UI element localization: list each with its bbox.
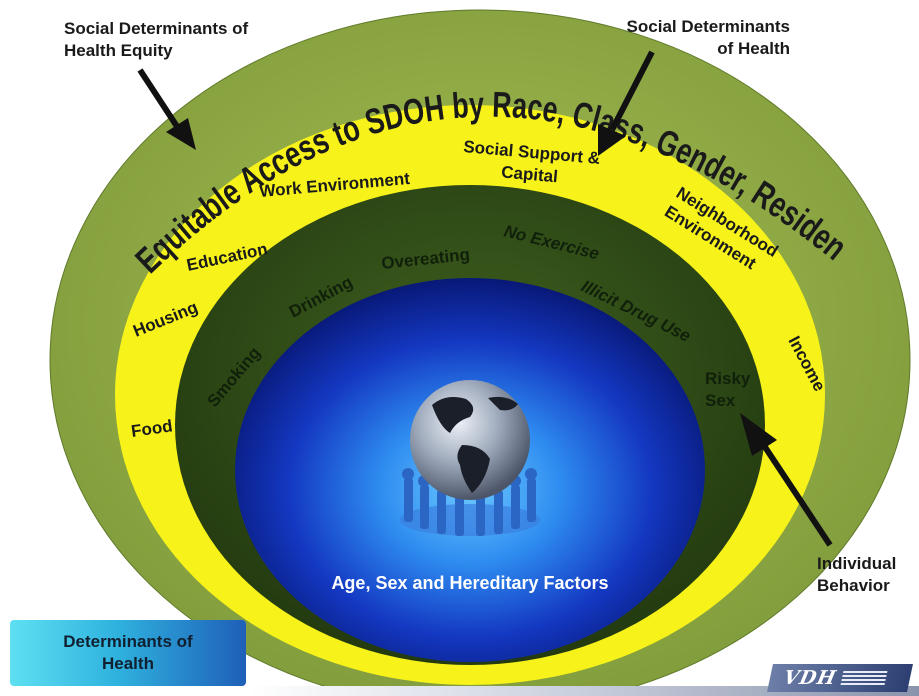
vdh-logo-text: VDH [781, 667, 839, 689]
callout-equity-line-2: Health Equity [64, 41, 173, 60]
callout-social-determinants-equity: Social Determinants of Health Equity [64, 18, 248, 62]
green-label-risky-sex: Risky Sex [705, 369, 755, 410]
arrow-equity-icon [137, 68, 196, 150]
social-support-line-2: Capital [501, 162, 559, 186]
callout-equity-line-1: Social Determinants of [64, 19, 249, 38]
core-label: Age, Sex and Hereditary Factors [331, 573, 608, 593]
callout-behavior-line-2: Behavior [817, 576, 890, 595]
arrow-behavior-icon [740, 413, 833, 547]
badge-line-2: Health [102, 654, 154, 673]
callout-sdoh-line-2: of Health [717, 39, 790, 58]
callout-sdoh-line-1: Social Determinants [626, 17, 790, 36]
risky-sex-line-2: Sex [705, 391, 736, 410]
arrow-sdoh-icon [598, 50, 655, 156]
vdh-logo: VDH [767, 664, 913, 692]
callout-social-determinants-health: Social Determinants of Health [590, 16, 790, 60]
badge-line-1: Determinants of [63, 632, 193, 651]
risky-sex-line-1: Risky [705, 369, 751, 388]
globe-people-icon [400, 380, 540, 536]
vdh-logo-lines [840, 671, 888, 685]
callout-individual-behavior: Individual Behavior [817, 553, 896, 597]
footer-bar [250, 686, 919, 696]
determinants-of-health-badge: Determinants of Health [10, 620, 246, 686]
callout-behavior-line-1: Individual [817, 554, 897, 573]
